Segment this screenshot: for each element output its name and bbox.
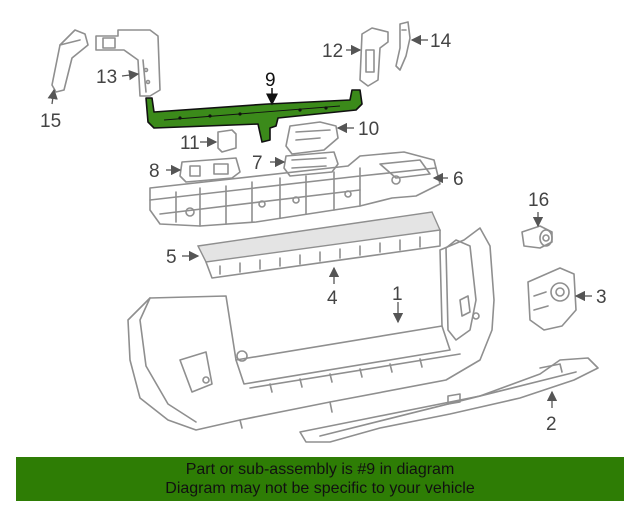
part-1-bumper-cover [127, 227, 495, 431]
part-13-bracket [95, 29, 161, 97]
callout-10: 10 [358, 119, 379, 140]
part-10-bracket [285, 121, 339, 155]
part-3-sensor-bracket [527, 267, 577, 331]
info-banner: Part or sub-assembly is #9 in diagram Di… [16, 457, 624, 501]
callout-2: 2 [546, 414, 557, 435]
leader-lines [47, 34, 592, 408]
callout-5: 5 [166, 247, 177, 268]
part-8-mount [179, 157, 241, 183]
callout-13: 13 [96, 67, 117, 88]
callout-12: 12 [322, 41, 343, 62]
part-2-valance [299, 357, 599, 443]
part-14-clip [395, 21, 411, 71]
callout-1: 1 [392, 284, 403, 305]
callout-14: 14 [430, 31, 452, 52]
part-5-strip [196, 211, 442, 279]
callout-3: 3 [596, 287, 607, 308]
part-7-mount [283, 151, 339, 177]
part-6-reinforcement [149, 151, 441, 227]
callout-16: 16 [528, 190, 549, 211]
part-9-highlighted-bar [145, 89, 363, 143]
part-12-bracket [359, 27, 389, 87]
part-15-bracket [51, 29, 89, 93]
callout-15: 15 [40, 111, 61, 132]
part-11-bracket [217, 129, 237, 153]
callout-9: 9 [265, 70, 276, 91]
part-16-sensor [521, 225, 553, 249]
callout-11: 11 [180, 133, 200, 154]
callout-4: 4 [327, 288, 338, 309]
banner-line-1: Part or sub-assembly is #9 in diagram [185, 461, 455, 478]
callout-7: 7 [252, 153, 263, 174]
callout-6: 6 [453, 169, 464, 190]
callout-8: 8 [149, 161, 160, 182]
banner-line-2: Diagram may not be specific to your vehi… [165, 480, 475, 497]
